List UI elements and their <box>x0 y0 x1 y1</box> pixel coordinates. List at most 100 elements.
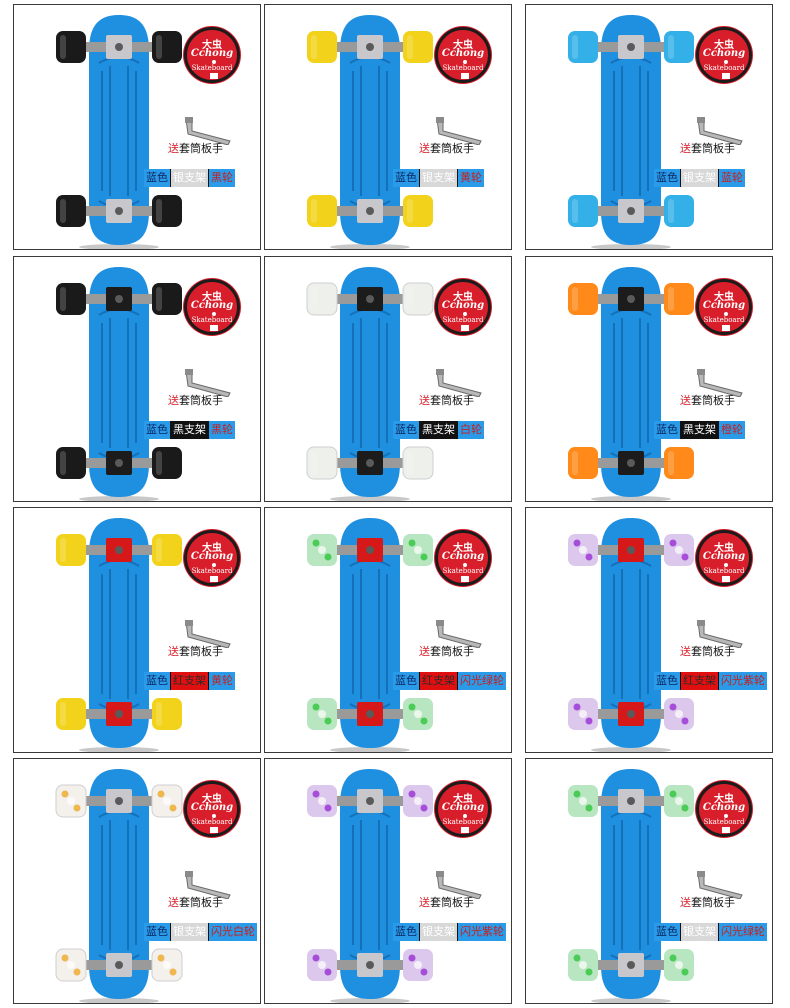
wrench-icon <box>697 871 743 899</box>
gift-prefix: 送 <box>168 394 179 407</box>
logo-dot <box>724 814 728 818</box>
wheel-label: 橙轮 <box>719 421 745 439</box>
qr-icon <box>722 827 730 833</box>
gift-item: 套筒板手 <box>179 896 223 909</box>
wheel <box>403 195 433 227</box>
gift-prefix: 送 <box>419 394 430 407</box>
deck <box>601 15 661 245</box>
logo-cn-text: 大虫 <box>714 794 734 805</box>
spec-tag: 蓝色红支架闪光绿轮 <box>393 672 506 690</box>
wheel <box>307 31 337 63</box>
logo-sub-text: Skateboard <box>191 567 233 575</box>
wrench-icon <box>697 369 743 397</box>
gift-item: 套筒板手 <box>179 142 223 155</box>
logo-brand-text: Cchong <box>441 551 485 562</box>
skateboard-image <box>568 769 694 1003</box>
wheel-label: 闪光紫轮 <box>719 672 767 690</box>
wheel <box>664 785 694 817</box>
gift-label: 送套筒板手 <box>419 894 474 910</box>
logo-brand-text: Cchong <box>441 802 485 813</box>
rear-truck <box>56 698 182 730</box>
spec-tag: 蓝色黑支架黑轮 <box>144 421 235 439</box>
deck <box>340 267 400 497</box>
wrench-icon <box>185 871 231 899</box>
wheel <box>568 698 598 730</box>
gift-prefix: 送 <box>168 142 179 155</box>
bracket-label: 银支架 <box>419 169 458 187</box>
logo-brand-text: Cchong <box>702 551 746 562</box>
logo-brand-text: Cchong <box>190 802 234 813</box>
rear-truck <box>568 195 694 227</box>
gift-item: 套筒板手 <box>430 142 474 155</box>
logo-cn-text: 大虫 <box>202 292 222 303</box>
skateboard-image <box>307 15 433 249</box>
logo-sub-text: Skateboard <box>703 64 745 72</box>
deck <box>89 769 149 999</box>
logo-sub-text: Skateboard <box>442 64 484 72</box>
wrench-icon <box>697 117 743 145</box>
logo-cn-text: 大虫 <box>202 543 222 554</box>
wheel <box>403 31 433 63</box>
gift-prefix: 送 <box>168 645 179 658</box>
wheel <box>568 283 598 315</box>
board-color-label: 蓝色 <box>393 672 419 690</box>
board-color-label: 蓝色 <box>144 923 170 941</box>
wheel-label: 白轮 <box>458 421 484 439</box>
gift-item: 套筒板手 <box>179 645 223 658</box>
skateboard-image <box>56 518 182 752</box>
board-color-label: 蓝色 <box>654 672 680 690</box>
gift-label: 送套筒板手 <box>680 894 735 910</box>
wheel-label: 闪光绿轮 <box>719 923 767 941</box>
wheel-label: 闪光绿轮 <box>458 672 506 690</box>
skateboard-image <box>55 769 183 1003</box>
gift-prefix: 送 <box>168 896 179 909</box>
logo-dot <box>212 60 216 64</box>
wheel <box>664 949 694 981</box>
gift-item: 套筒板手 <box>430 394 474 407</box>
wheel <box>402 282 434 316</box>
logo-sub-text: Skateboard <box>191 316 233 324</box>
deck <box>601 267 661 497</box>
logo-sub-text: Skateboard <box>703 818 745 826</box>
front-truck <box>307 534 433 566</box>
gift-item: 套筒板手 <box>691 394 735 407</box>
qr-icon <box>461 73 469 79</box>
bracket-label: 红支架 <box>419 672 458 690</box>
wheel <box>151 784 183 818</box>
wrench-icon <box>185 620 231 648</box>
skateboard-image <box>56 15 182 249</box>
skateboard-image <box>568 15 694 249</box>
wheel <box>56 447 86 479</box>
qr-icon <box>210 73 218 79</box>
skateboard-image <box>307 769 433 1003</box>
wrench-icon <box>436 871 482 899</box>
wheel <box>403 698 433 730</box>
spec-tag: 蓝色红支架闪光紫轮 <box>654 672 767 690</box>
board-color-label: 蓝色 <box>144 421 170 439</box>
rear-truck <box>56 447 182 479</box>
spec-tag: 蓝色银支架黑轮 <box>144 169 235 187</box>
board-color-label: 蓝色 <box>654 421 680 439</box>
front-truck <box>568 534 694 566</box>
qr-icon <box>722 73 730 79</box>
logo-cn-text: 大虫 <box>453 543 473 554</box>
wheel <box>56 698 86 730</box>
qr-icon <box>722 325 730 331</box>
